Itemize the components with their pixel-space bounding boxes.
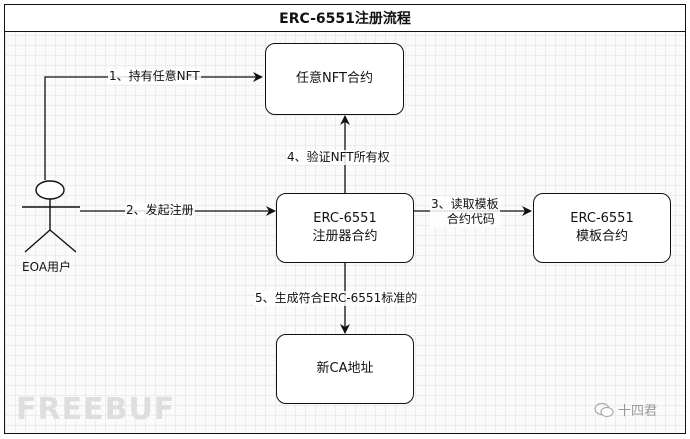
edge-3-label-line2: 合约代码 — [446, 212, 495, 226]
author-credit: 十四君 — [594, 400, 657, 419]
template-contract-box: ERC-6551 模板合约 — [533, 193, 671, 263]
edge-1-label: 1、持有任意NFT — [108, 69, 201, 84]
nft-contract-label: 任意NFT合约 — [296, 71, 373, 86]
template-label-line1: ERC-6551 — [570, 211, 634, 226]
freebuf-watermark: FREEBUF — [16, 392, 176, 427]
registry-contract-box: ERC-6551 注册器合约 — [276, 193, 414, 263]
edge-5-label: 5、生成符合ERC-6551标准的 — [254, 291, 419, 306]
edge-2-label: 2、发起注册 — [125, 203, 195, 218]
diagram-title: ERC-6551注册流程 — [5, 5, 685, 32]
new-account-box: 新CA地址 — [276, 334, 414, 404]
user-actor-icon — [22, 180, 80, 253]
actor-label: EOA用户 — [22, 260, 72, 274]
nft-contract-box: 任意NFT合约 — [265, 43, 404, 115]
author-name: 十四君 — [618, 404, 658, 419]
new-account-label: 新CA地址 — [316, 361, 374, 376]
edge-3-label: 3、读取模板 合约代码 — [430, 197, 500, 227]
registry-label-line1: ERC-6551 — [313, 211, 377, 226]
wechat-icon — [594, 402, 614, 417]
edge-1-arrow — [44, 72, 263, 180]
template-label-line2: 模板合约 — [575, 229, 628, 244]
edge-3-label-line1: 3、读取模板 — [431, 197, 499, 211]
registry-label-line2: 注册器合约 — [312, 229, 378, 244]
edge-4-label: 4、验证NFT所有权 — [286, 150, 391, 165]
